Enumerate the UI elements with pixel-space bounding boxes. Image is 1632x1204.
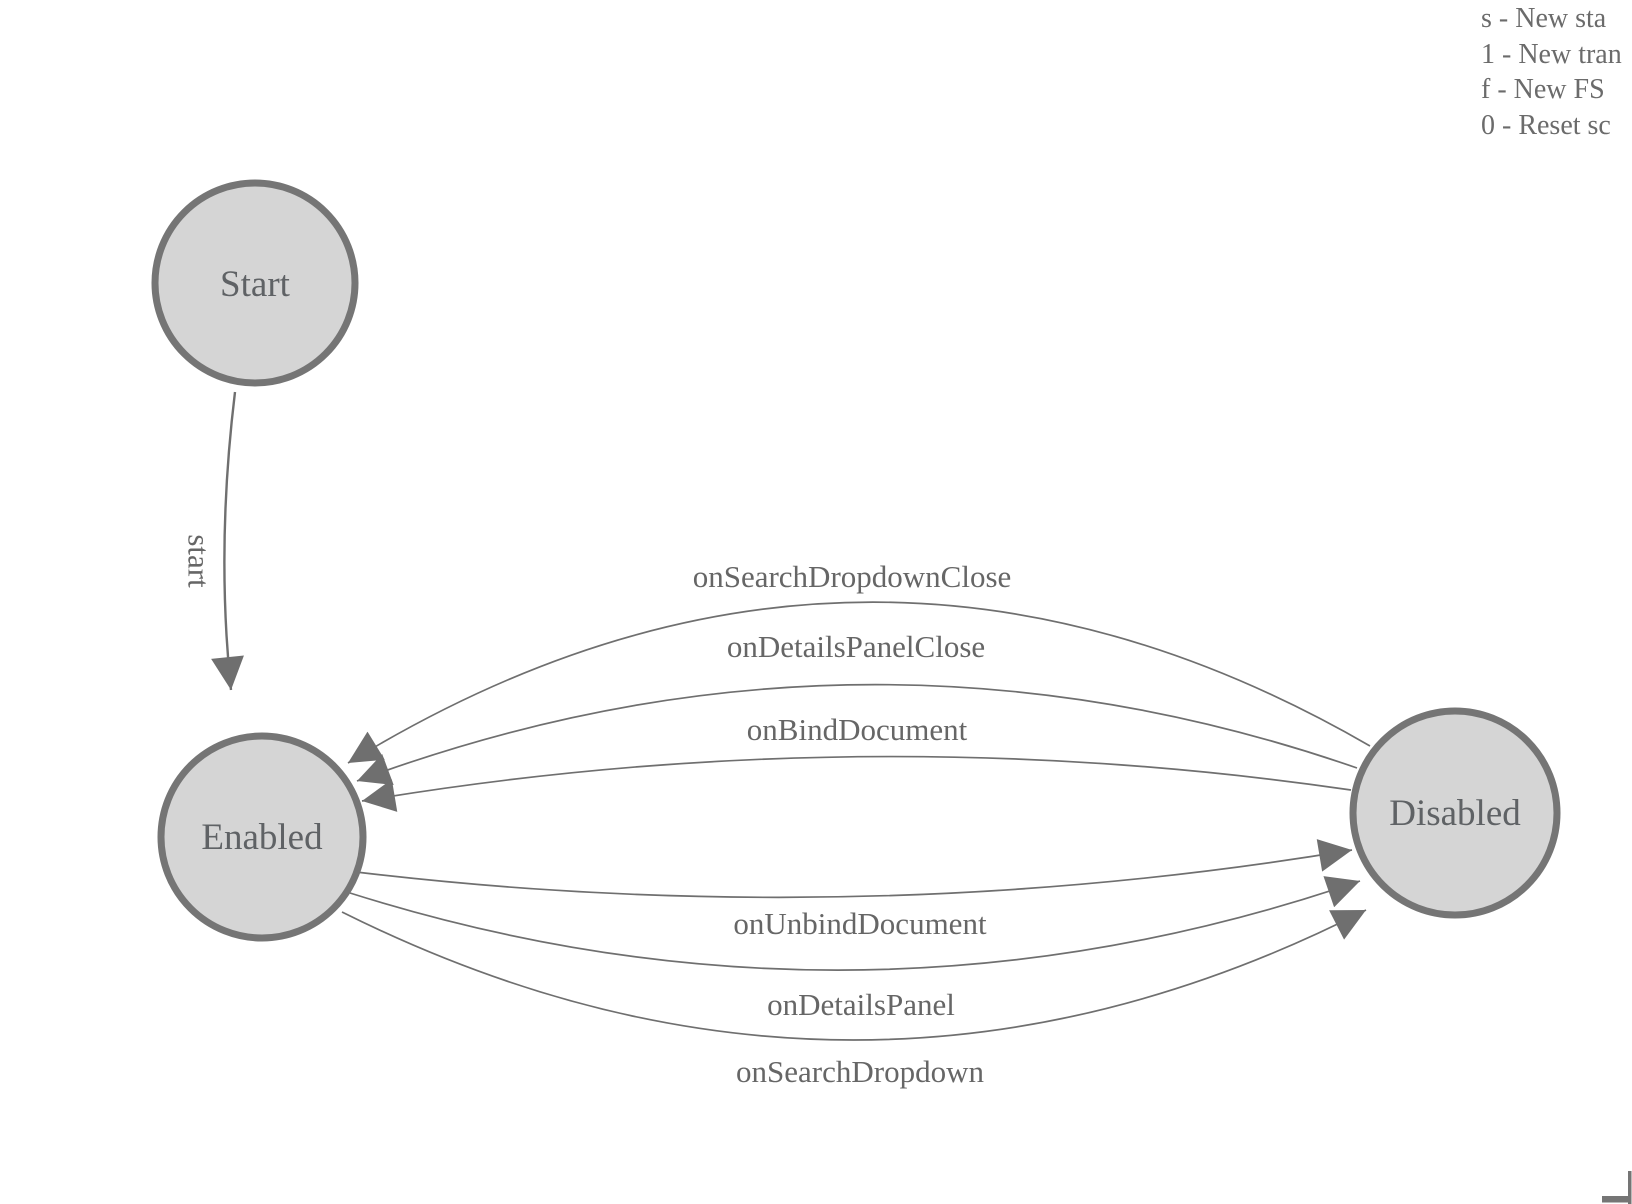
edge-label-start: start <box>182 534 217 588</box>
legend-line-new-fsm: f - New FS <box>1481 74 1605 106</box>
edge-onUnbindDocument[interactable] <box>355 839 1353 899</box>
node-layer <box>151 179 1561 942</box>
edge-onDetailsPanelClose[interactable] <box>356 683 1358 785</box>
edge-label-onSearchDropdown: onSearchDropdown <box>736 1054 984 1089</box>
legend-line-reset-scale: 0 - Reset sc <box>1481 110 1611 142</box>
edge-label-onBindDocument: onBindDocument <box>747 712 968 747</box>
corner-horizontal-bar <box>1602 1196 1632 1203</box>
edge-layer <box>211 391 1371 1041</box>
state-node-disabled[interactable] <box>1349 707 1561 919</box>
state-label-start: Start <box>220 264 291 305</box>
edge-onSearchDropdown[interactable] <box>341 909 1367 1041</box>
legend-line-new-state: s - New sta <box>1481 3 1607 34</box>
edge-label-onDetailsPanel: onDetailsPanel <box>767 987 955 1022</box>
edge-onDetailsPanel[interactable] <box>349 876 1361 971</box>
state-label-disabled: Disabled <box>1389 793 1521 834</box>
shortcut-legend: s - New sta 1 - New tran f - New FS 0 - … <box>1481 1 1622 144</box>
state-label-enabled: Enabled <box>201 817 323 858</box>
edge-label-onUnbindDocument: onUnbindDocument <box>733 906 987 941</box>
edge-onBindDocument[interactable] <box>361 755 1352 812</box>
edge-label-onDetailsPanelClose: onDetailsPanelClose <box>727 629 985 664</box>
label-layer: Start Enabled Disabled start onSearchDro… <box>182 264 1522 1089</box>
edge-start[interactable] <box>211 391 244 691</box>
clipped-corner-element <box>1602 1171 1632 1204</box>
edge-onSearchDropdownClose[interactable] <box>347 601 1371 764</box>
state-node-enabled[interactable] <box>157 732 367 942</box>
corner-vertical-bar <box>1628 1171 1632 1204</box>
edge-label-onSearchDropdownClose: onSearchDropdownClose <box>693 559 1012 594</box>
state-node-start[interactable] <box>151 179 359 387</box>
legend-line-new-transition: 1 - New tran <box>1481 38 1622 70</box>
